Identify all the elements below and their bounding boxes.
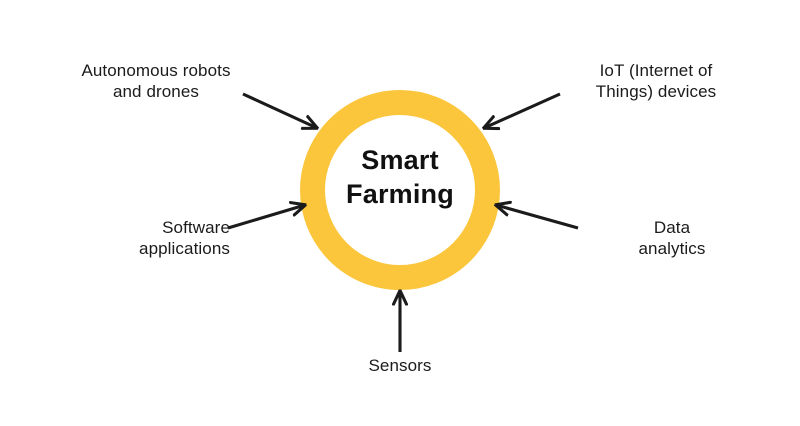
node-label-iot-devices: IoT (Internet of Things) devices [595, 61, 717, 101]
arrow-software-applications [227, 205, 305, 230]
arrow-data-analytics [496, 205, 579, 230]
arrow-autonomous-robots [242, 92, 317, 128]
node-label-autonomous-robots: Autonomous robots and drones [81, 61, 231, 101]
node-label-sensors: Sensors [368, 356, 432, 375]
node-label-software-applications: Software applications [139, 218, 230, 258]
arrow-iot-devices [484, 92, 561, 128]
center-node-label: Smart Farming [346, 145, 454, 209]
center-ring [300, 90, 500, 290]
node-label-data-analytics: Data analytics [638, 218, 706, 258]
